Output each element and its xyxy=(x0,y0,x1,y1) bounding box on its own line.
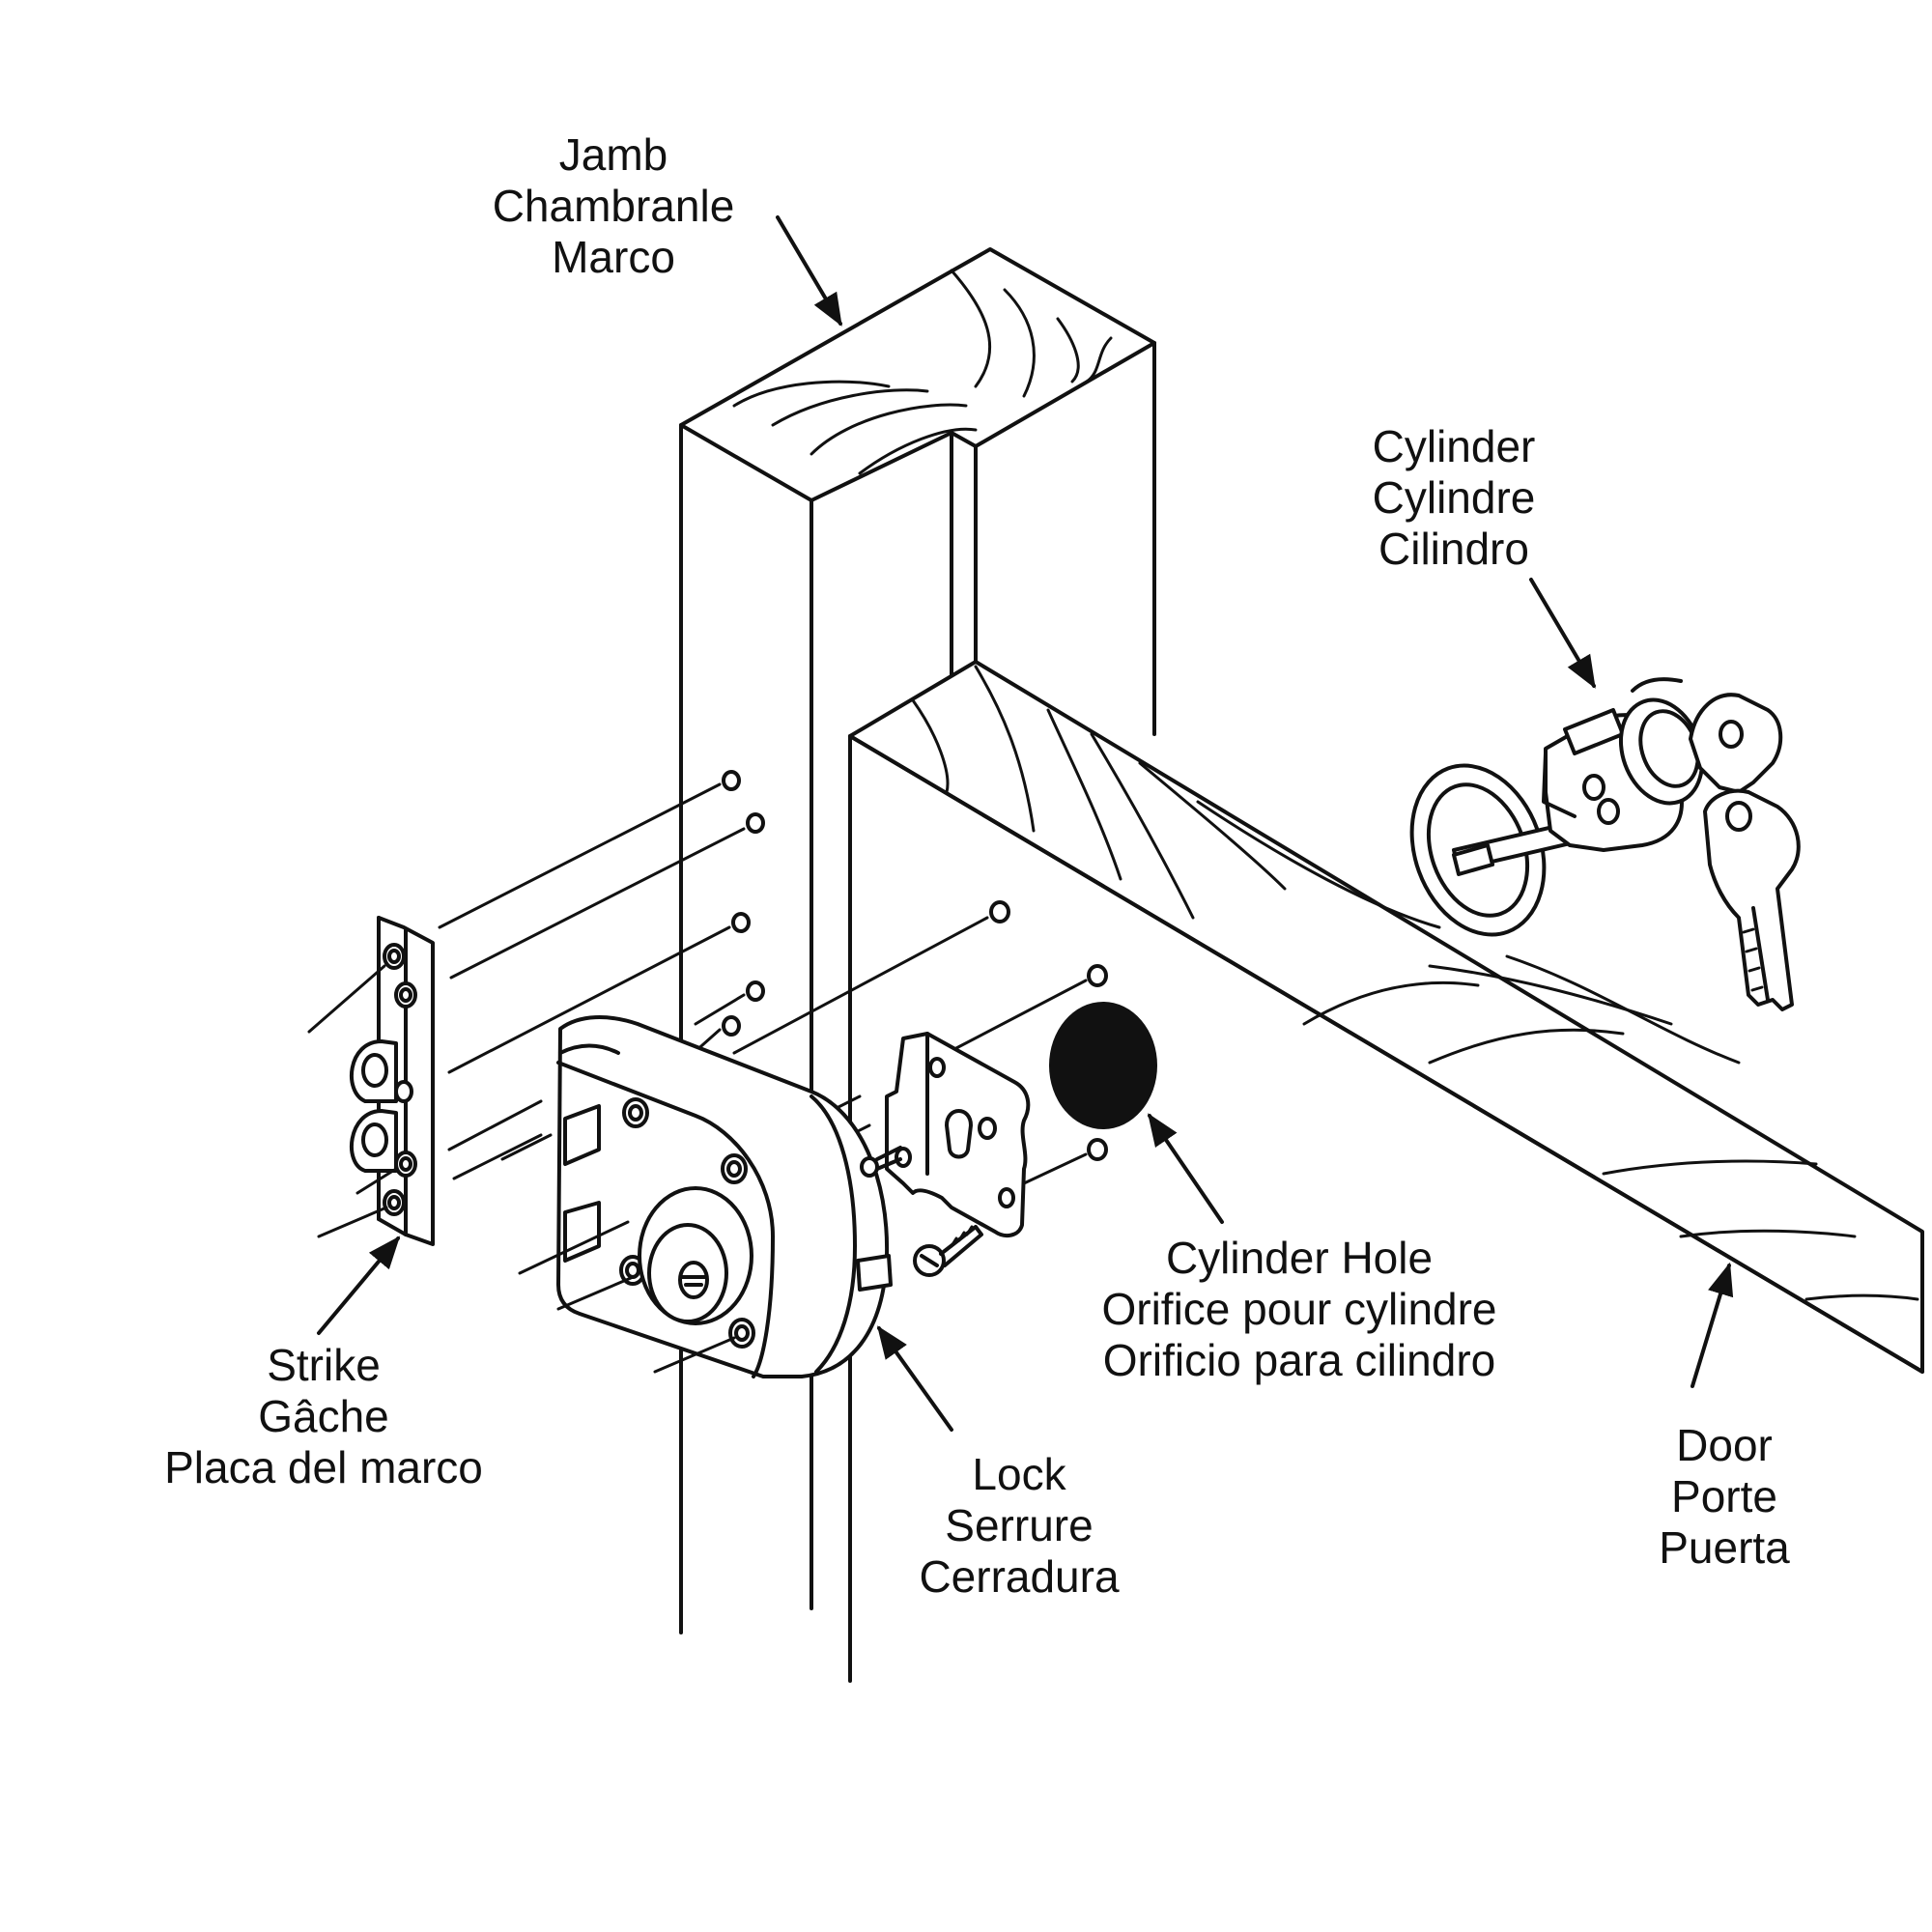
cylinder-hole xyxy=(1049,1002,1157,1129)
callout-arrows xyxy=(317,215,1734,1432)
cylinder-hole-label-en: Cylinder Hole xyxy=(1165,1233,1434,1283)
strike-label-es: Placa del marco xyxy=(164,1442,483,1492)
strike-arrow xyxy=(317,1236,401,1335)
mounting-plate xyxy=(860,1032,1031,1238)
alignment-lines xyxy=(438,782,1088,1185)
door-screw-holes xyxy=(989,900,1108,1161)
cylinder-arrow xyxy=(1529,578,1596,689)
strike-plate xyxy=(307,916,435,1246)
cylinder-hole-label-es: Orificio para cilindro xyxy=(1102,1335,1496,1385)
door-label: Door Porte Puerta xyxy=(1589,1420,1860,1574)
cylinder-label: Cylinder Cylindre Cilindro xyxy=(1309,421,1599,575)
lock-body xyxy=(518,1015,893,1378)
jamb-label-es: Marco xyxy=(552,232,675,282)
jamb-label-fr: Chambranle xyxy=(492,181,735,231)
jamb-arrow xyxy=(776,215,842,327)
door-label-en: Door xyxy=(1676,1420,1773,1470)
lock-label-en: Lock xyxy=(972,1449,1066,1499)
door-label-es: Puerta xyxy=(1659,1522,1790,1573)
cylinder-label-es: Cilindro xyxy=(1378,524,1529,574)
jamb-label-en: Jamb xyxy=(558,129,668,180)
cylinder-hole-label-fr: Orifice pour cylindre xyxy=(1101,1284,1497,1334)
strike-label-fr: Gâche xyxy=(258,1391,389,1441)
lock-label-es: Cerradura xyxy=(919,1551,1120,1602)
cylinder-label-en: Cylinder xyxy=(1372,421,1536,471)
mounting-screw xyxy=(913,1225,983,1277)
cylinder-assembly xyxy=(1409,677,1801,1011)
jamb-screw-holes xyxy=(722,770,765,1037)
jamb-label: Jamb Chambranle Marco xyxy=(430,129,797,283)
door-jamb xyxy=(679,247,1156,1634)
strike-label: Strike Gâche Placa del marco xyxy=(111,1340,536,1493)
lock-arrow xyxy=(877,1325,953,1432)
door-panel xyxy=(848,660,1924,1683)
cylinder-hole-label: Cylinder Hole Orifice pour cylindre Orif… xyxy=(1048,1233,1550,1386)
cylinder-hole-arrow xyxy=(1148,1113,1224,1224)
lock-label: Lock Serrure Cerradura xyxy=(874,1449,1164,1603)
lock-label-fr: Serrure xyxy=(945,1500,1094,1550)
door-arrow xyxy=(1690,1262,1734,1388)
strike-label-en: Strike xyxy=(267,1340,381,1390)
door-label-fr: Porte xyxy=(1671,1471,1777,1521)
cylinder-label-fr: Cylindre xyxy=(1372,472,1536,523)
